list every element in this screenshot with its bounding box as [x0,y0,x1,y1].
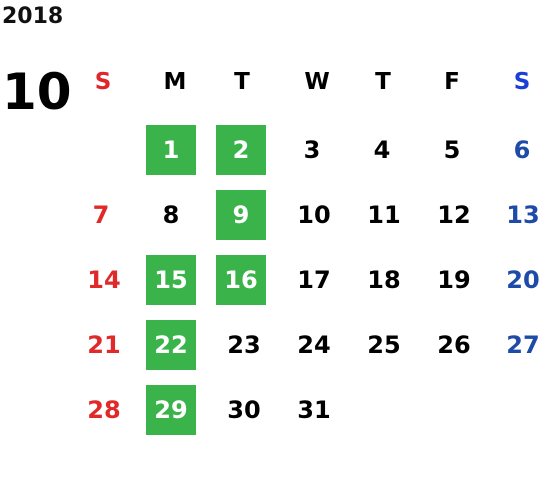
day-cell[interactable]: 17 [297,266,331,294]
day-cell[interactable]: 18 [367,266,401,294]
weekday-header-saturday: S [513,69,531,95]
weekday-header-monday: M [163,69,187,95]
day-cell[interactable]: 5 [443,136,461,164]
weekday-header-friday: F [444,69,460,95]
day-cell[interactable]: 6 [513,136,531,164]
day-cell[interactable]: 22 [146,320,196,370]
day-cell[interactable]: 28 [87,396,121,424]
day-cell[interactable]: 27 [506,331,540,359]
year-label: 2018 [2,4,64,29]
day-cell[interactable]: 25 [367,331,401,359]
day-cell[interactable]: 2 [216,125,266,175]
day-cell[interactable]: 10 [297,201,331,229]
day-cell[interactable]: 20 [506,266,540,294]
day-cell[interactable]: 26 [437,331,471,359]
day-cell[interactable]: 9 [216,190,266,240]
day-cell[interactable]: 23 [227,331,261,359]
day-cell[interactable]: 29 [146,385,196,435]
day-cell[interactable]: 1 [146,125,196,175]
weekday-header-wednesday: W [304,69,330,95]
day-cell[interactable]: 16 [216,255,266,305]
day-cell[interactable]: 11 [367,201,401,229]
day-cell[interactable]: 3 [303,136,321,164]
day-cell[interactable]: 13 [506,201,540,229]
month-number: 10 [2,63,72,121]
weekday-header-sunday: S [94,69,112,95]
day-cell[interactable]: 21 [87,331,121,359]
weekday-header-thursday: T [375,69,391,95]
day-cell[interactable]: 19 [437,266,471,294]
day-cell[interactable]: 31 [297,396,331,424]
day-cell[interactable]: 4 [373,136,391,164]
day-cell[interactable]: 7 [92,201,110,229]
day-cell[interactable]: 8 [162,201,180,229]
day-cell[interactable]: 15 [146,255,196,305]
day-cell[interactable]: 14 [87,266,121,294]
day-cell[interactable]: 24 [297,331,331,359]
weekday-header-tuesday: T [234,69,250,95]
day-cell[interactable]: 12 [437,201,471,229]
day-cell[interactable]: 30 [227,396,261,424]
